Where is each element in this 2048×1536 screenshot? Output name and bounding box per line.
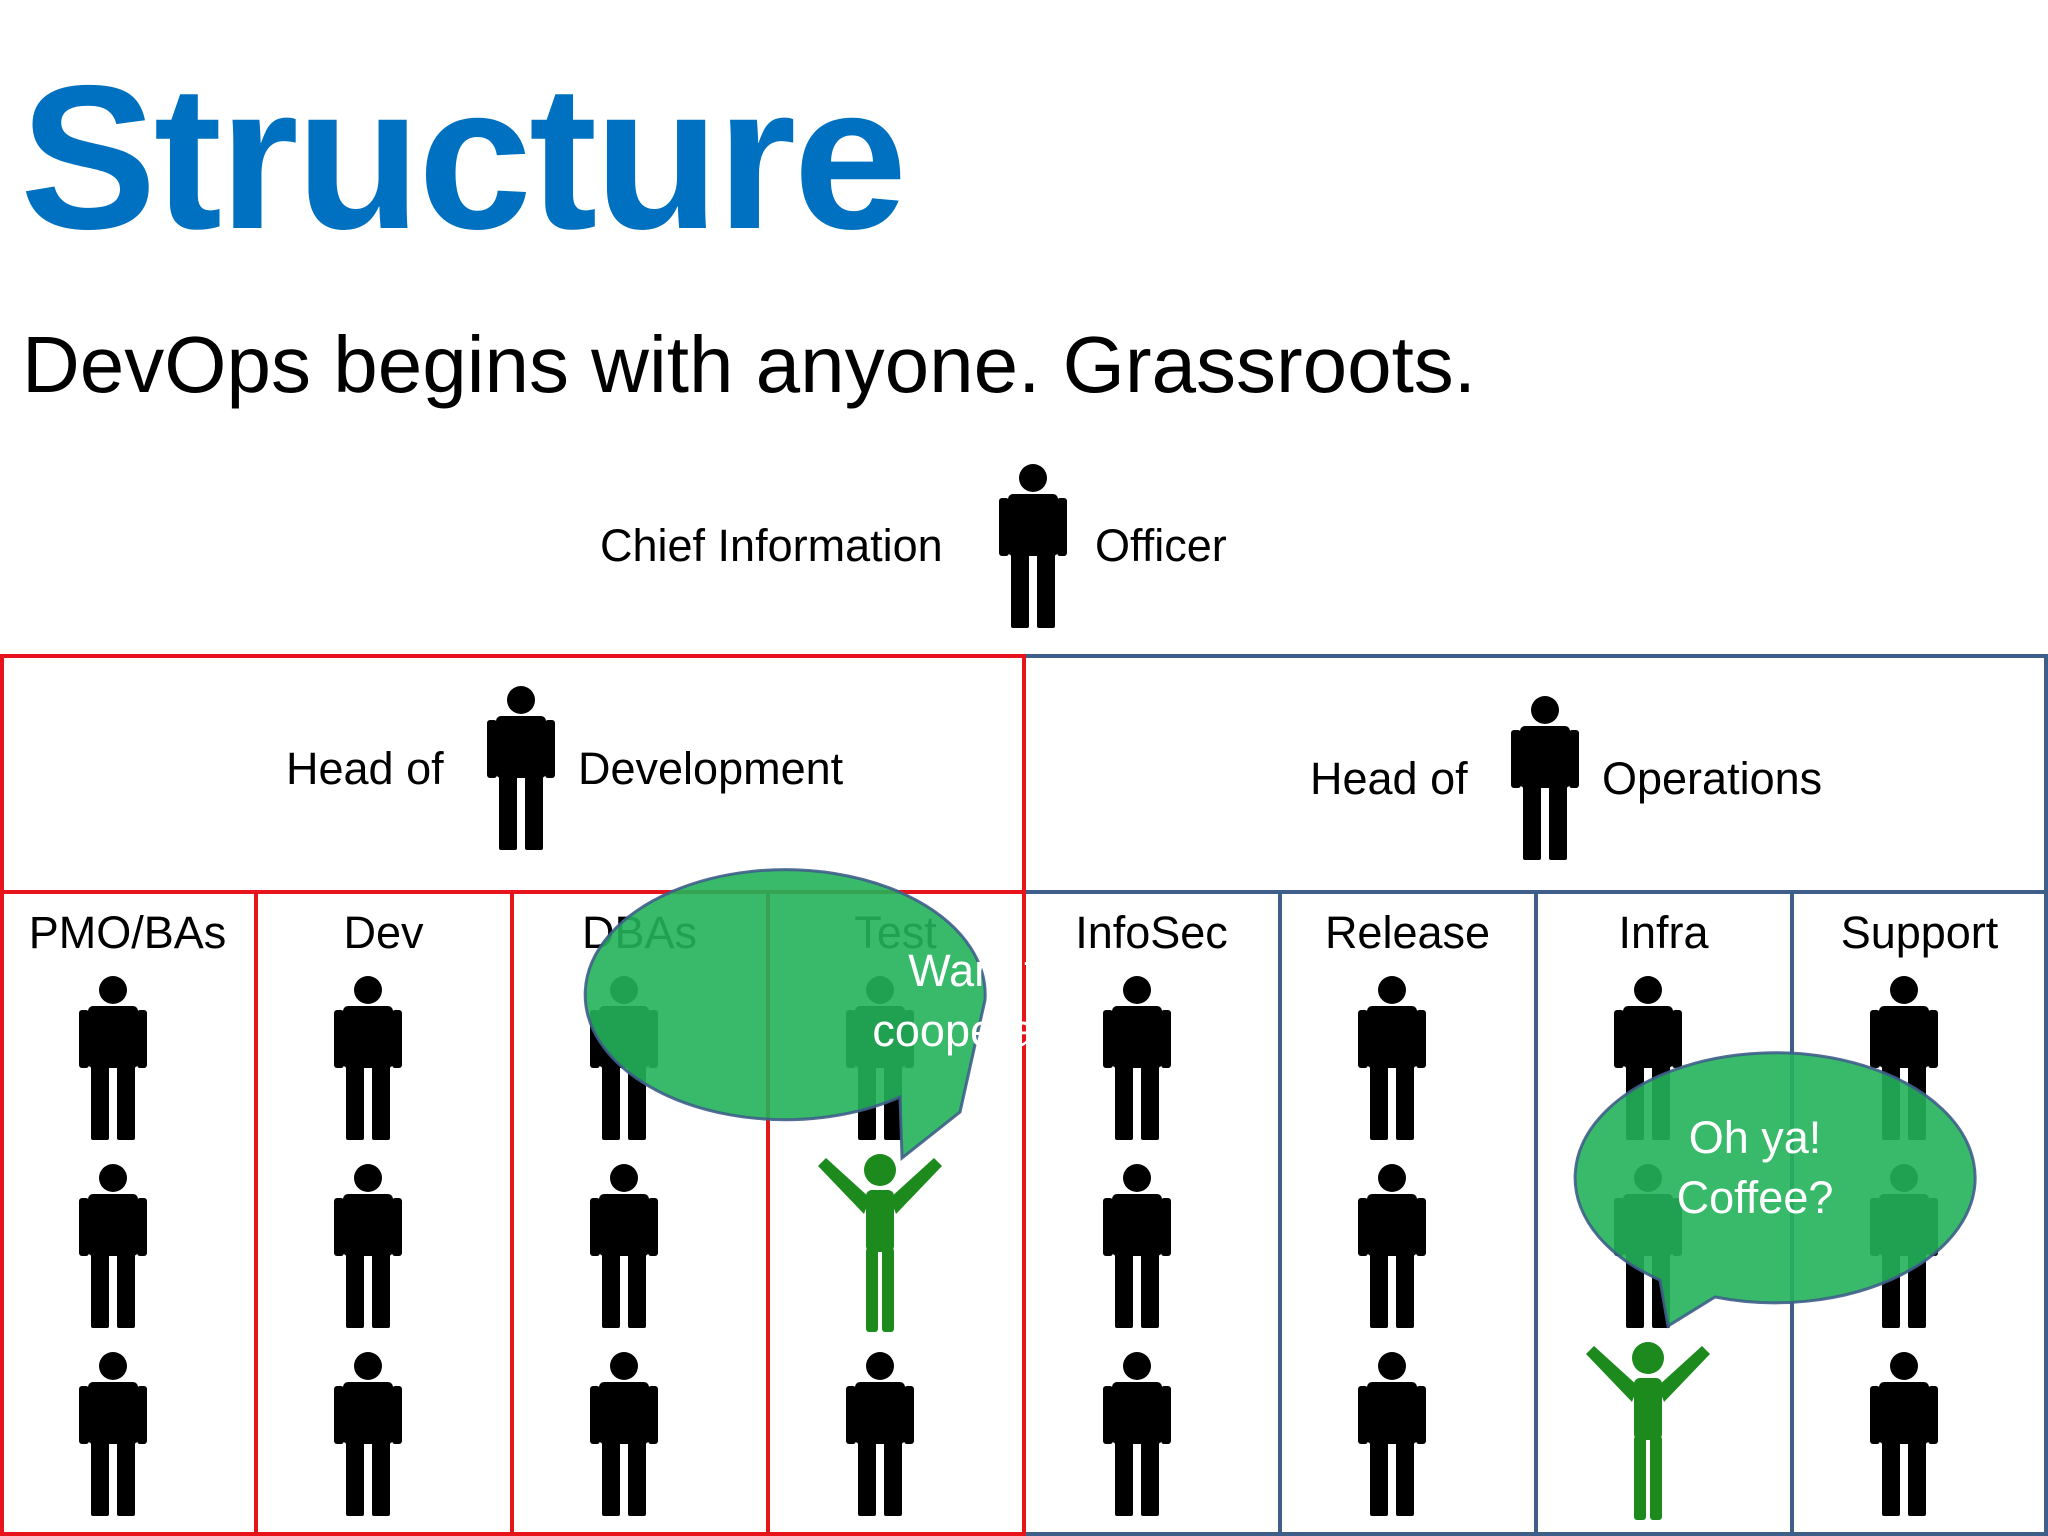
staff-person-icon <box>590 976 658 1140</box>
staff-person-icon <box>334 976 402 1140</box>
staff-person-icon <box>590 1164 658 1328</box>
cheering-person-test-icon <box>818 1154 942 1332</box>
staff-person-icon <box>1358 976 1426 1140</box>
dept-label-support: Support <box>1840 907 1999 958</box>
staff-person-icon <box>1103 1352 1171 1516</box>
staff-person-icon <box>79 1164 147 1328</box>
dept-label-infosec: InfoSec <box>1075 907 1228 958</box>
staff-person-icon <box>1358 1352 1426 1516</box>
staff-person-icon <box>1870 1164 1938 1328</box>
dept-label-dev: Dev <box>343 907 424 958</box>
bubble-test-line1: Want to <box>908 945 1062 996</box>
staff-person-icon <box>590 1352 658 1516</box>
dept-label-release: Release <box>1324 907 1491 958</box>
head-ops-left-label: Head of <box>1310 753 1468 804</box>
staff-person-icon <box>334 1164 402 1328</box>
cheering-person-infra-icon <box>1586 1342 1710 1520</box>
staff-person-icon <box>1358 1164 1426 1328</box>
head-ops-right-label: Operations <box>1602 753 1823 804</box>
bubble-infra-text: Oh ya! Coffee? <box>1640 1108 1870 1228</box>
staff-person-icon <box>79 1352 147 1516</box>
dept-label-pmo-bas: PMO/BAs <box>28 907 227 958</box>
head-dev-left-label: Head of <box>286 743 444 794</box>
head-dev-right-label: Development <box>578 743 844 794</box>
staff-person-icon <box>334 1352 402 1516</box>
dept-label-dbas: DBAs <box>581 907 698 958</box>
bubble-infra-line1: Oh ya! <box>1688 1112 1822 1163</box>
head-of-operations-person-icon <box>1511 696 1579 860</box>
slide-subtitle: DevOps begins with anyone. Grassroots. <box>22 320 1477 409</box>
cio-left-label: Chief Information <box>600 520 943 571</box>
staff-person-icon <box>1870 976 1938 1140</box>
bubble-infra-line2: Coffee? <box>1676 1172 1834 1223</box>
head-of-development-person-icon <box>487 686 555 850</box>
cio-person-icon <box>999 464 1067 628</box>
cio-right-label: Officer <box>1095 520 1227 571</box>
dept-label-infra: Infra <box>1618 907 1709 958</box>
staff-person-icon <box>846 1352 914 1516</box>
slide-title: Structure <box>20 43 907 272</box>
bubble-test-text: Want to cooperate? <box>870 941 1100 1061</box>
staff-person-icon <box>1103 1164 1171 1328</box>
staff-person-icon <box>1103 976 1171 1140</box>
staff-person-icon <box>79 976 147 1140</box>
staff-person-icon <box>1870 1352 1938 1516</box>
bubble-test-line2: cooperate? <box>872 1005 1098 1056</box>
